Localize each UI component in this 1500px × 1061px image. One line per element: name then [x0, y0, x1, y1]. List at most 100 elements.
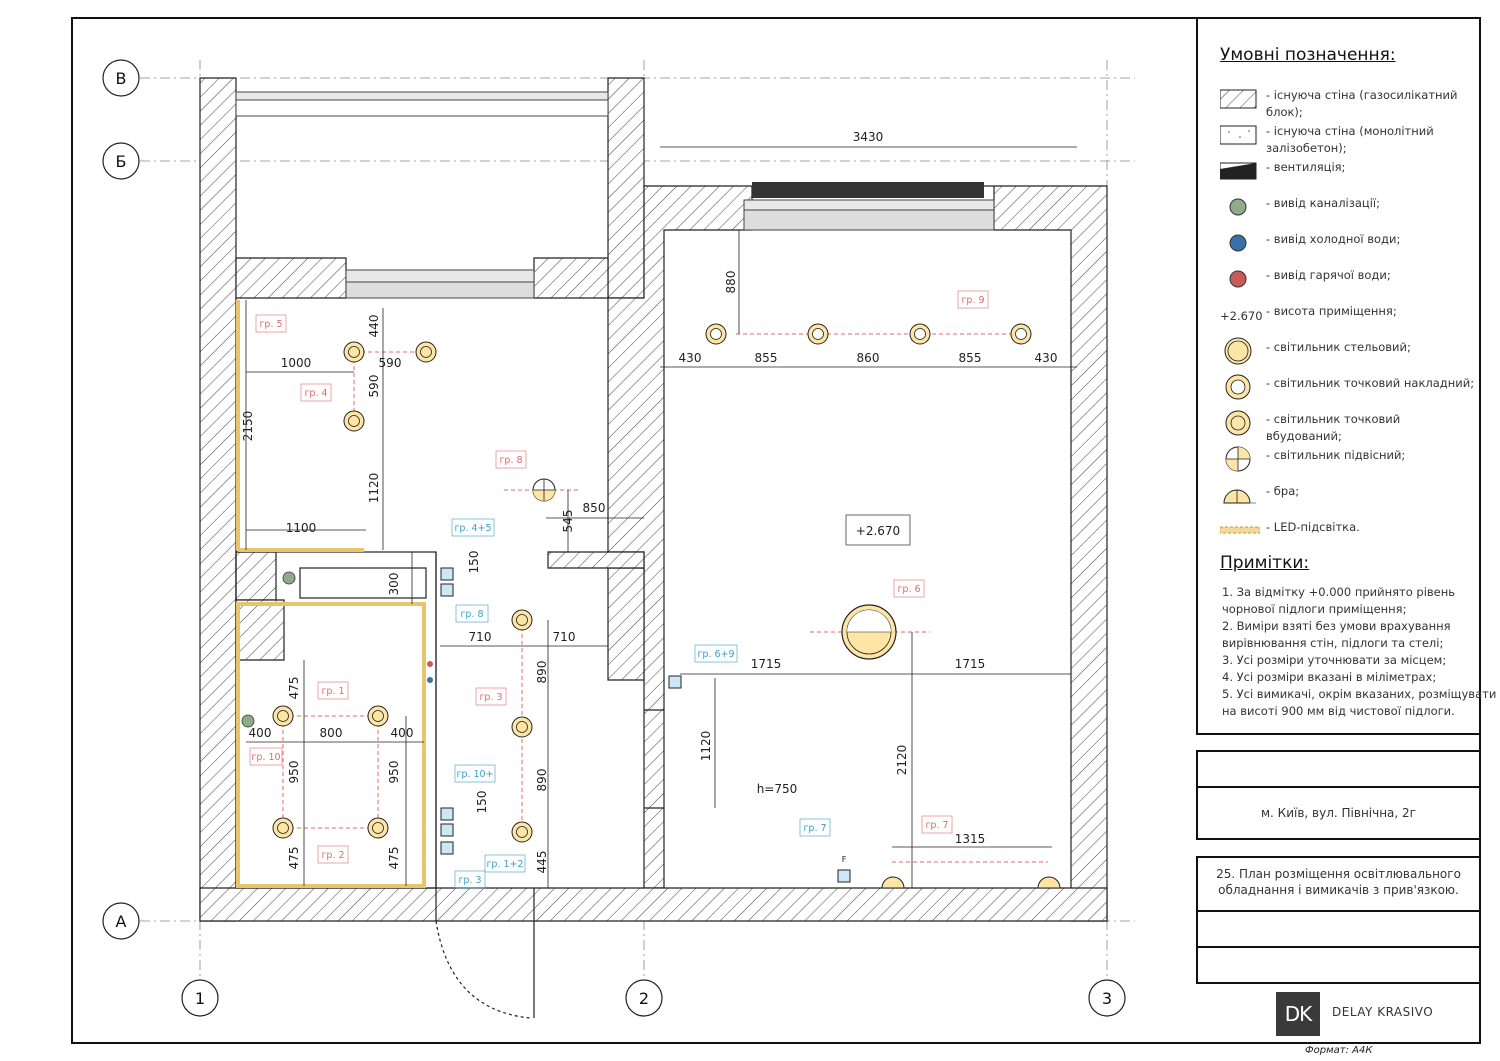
height-mark-box — [845, 514, 911, 546]
led-strips — [236, 300, 426, 888]
axis-label-b: Б — [116, 152, 127, 171]
dim-row-2: 860 — [857, 351, 880, 365]
company-name: DELAY KRASIVO — [1332, 1005, 1434, 1019]
dim-1100: 1100 — [286, 521, 317, 535]
switch-label-3: гр. 3 — [458, 875, 481, 886]
group-label-2: гр. 2 — [321, 850, 344, 861]
dim-top-span: 3430 — [853, 130, 884, 144]
walls — [199, 77, 1108, 922]
switch-icon — [837, 869, 851, 883]
legend-item: - світильник стельовий; — [1220, 337, 1470, 367]
switch-icon — [440, 567, 454, 597]
axis-label-v: В — [116, 69, 127, 88]
legend-item: - світильник точковий накладний; — [1220, 373, 1474, 403]
dim-1120a: 1120 — [367, 473, 381, 504]
notes-title: Примітки: — [1220, 553, 1310, 573]
switch-label-1-2: гр. 1+2 — [486, 859, 523, 870]
recessed-spot-icon — [272, 341, 533, 843]
notes-list: 1. За відмітку +0.000 прийнято рівень чо… — [1222, 585, 1497, 718]
ceiling-lamp-icon — [841, 604, 897, 660]
axis-label-a: А — [116, 912, 127, 931]
group-label-3: гр. 3 — [479, 692, 502, 703]
switch-group-labels: гр. 4+5 гр. 8 гр. 6+9 гр. 10+ гр. 1+2 гр… — [451, 518, 831, 889]
dim-2120: 2120 — [895, 745, 909, 776]
dim-2150: 2150 — [241, 411, 255, 442]
sewer-outlet-icon — [282, 571, 296, 585]
dimension-lines — [245, 146, 1077, 888]
dim-400b: 400 — [391, 726, 414, 740]
title-block-row — [1196, 910, 1481, 948]
switch-label-6-9: гр. 6+9 — [697, 649, 734, 660]
legend-item: - вивід каналізації; — [1220, 193, 1470, 223]
group-label-9: гр. 9 — [961, 295, 984, 306]
dim-1000: 1000 — [281, 356, 312, 370]
company-logo: DK — [1276, 992, 1320, 1036]
axis-label-3: 3 — [1102, 989, 1112, 1008]
dim-445: 445 — [535, 851, 549, 874]
surface-spot-icon — [705, 323, 1032, 345]
dimension-texts: 3430 880 430 855 860 855 430 440 590 100… — [241, 130, 1057, 873]
legend-title: Умовні позначення: — [1220, 45, 1396, 65]
group-label-7: гр. 7 — [925, 820, 948, 831]
title-block-row — [1196, 750, 1481, 788]
windows — [235, 91, 995, 299]
dim-950b: 950 — [387, 761, 401, 784]
dim-h750: h=750 — [757, 782, 798, 796]
legend-item: - світильник підвісний; — [1220, 445, 1470, 475]
axis-label-2: 2 — [639, 989, 649, 1008]
switch-icon — [440, 807, 454, 855]
legend-item: - вентиляція; — [1220, 157, 1470, 187]
sewer-outlet-icon — [241, 714, 255, 728]
dim-1120b: 1120 — [699, 731, 713, 762]
legend-item: - бра; — [1220, 481, 1470, 511]
switch-label-10: гр. 10+ — [456, 769, 493, 780]
legend-item: - світильник точковий вбудований; — [1220, 409, 1470, 443]
dim-475c: 475 — [387, 847, 401, 870]
height-mark: +2.670 — [856, 524, 900, 538]
cold-water-icon — [427, 677, 433, 683]
ventilation-block — [752, 182, 984, 198]
dim-475a: 475 — [287, 677, 301, 700]
dim-150a: 150 — [467, 551, 481, 574]
dim-710b: 710 — [553, 630, 576, 644]
dim-950a: 950 — [287, 761, 301, 784]
drawing-sheet-frame — [71, 17, 1481, 1044]
dim-300: 300 — [387, 573, 401, 596]
dim-1715a: 1715 — [751, 657, 782, 671]
legend-item: - вивід гарячої води; — [1220, 265, 1470, 295]
lamp-group-labels: гр. 5 гр. 4 гр. 8 гр. 9 гр. 6 гр. 3 гр. … — [249, 290, 989, 864]
hot-water-icon — [427, 661, 433, 667]
sheet-title: 25. План розміщення освітлювального обла… — [1196, 856, 1481, 912]
legend-item: - існуюча стіна (газосилікатний блок); — [1220, 85, 1470, 119]
switches — [440, 567, 851, 883]
group-label-10: гр. 10 — [251, 752, 280, 763]
legend-item: - вивід холодної води; — [1220, 229, 1470, 259]
dim-150b: 150 — [475, 791, 489, 814]
dim-880: 880 — [724, 271, 738, 294]
group-label-8: гр. 8 — [499, 455, 522, 466]
dim-440: 440 — [367, 315, 381, 338]
switch-icon — [668, 675, 682, 689]
dim-710a: 710 — [469, 630, 492, 644]
axis-label-1: 1 — [195, 989, 205, 1008]
group-label-6: гр. 6 — [897, 584, 920, 595]
dim-1715b: 1715 — [955, 657, 986, 671]
dim-1315: 1315 — [955, 832, 986, 846]
group-label-5: гр. 5 — [259, 319, 282, 330]
pendant-lamp-icon — [532, 478, 556, 502]
axis-markers: В Б А 1 2 3 — [102, 59, 1126, 1017]
sconce-icon — [881, 876, 1061, 889]
switch-label-4-5: гр. 4+5 — [454, 523, 491, 534]
switch-letter: F — [842, 855, 847, 864]
dim-800: 800 — [320, 726, 343, 740]
lamps — [272, 323, 1061, 889]
plumbing-outlets — [241, 571, 433, 728]
dim-row-4: 430 — [1035, 351, 1058, 365]
dim-590b: 590 — [367, 375, 381, 398]
dim-590a: 590 — [379, 356, 402, 370]
group-label-4: гр. 4 — [304, 388, 327, 399]
dim-475b: 475 — [287, 847, 301, 870]
title-block-row — [1196, 946, 1481, 984]
address: м. Київ, вул. Північна, 2г — [1196, 786, 1481, 840]
